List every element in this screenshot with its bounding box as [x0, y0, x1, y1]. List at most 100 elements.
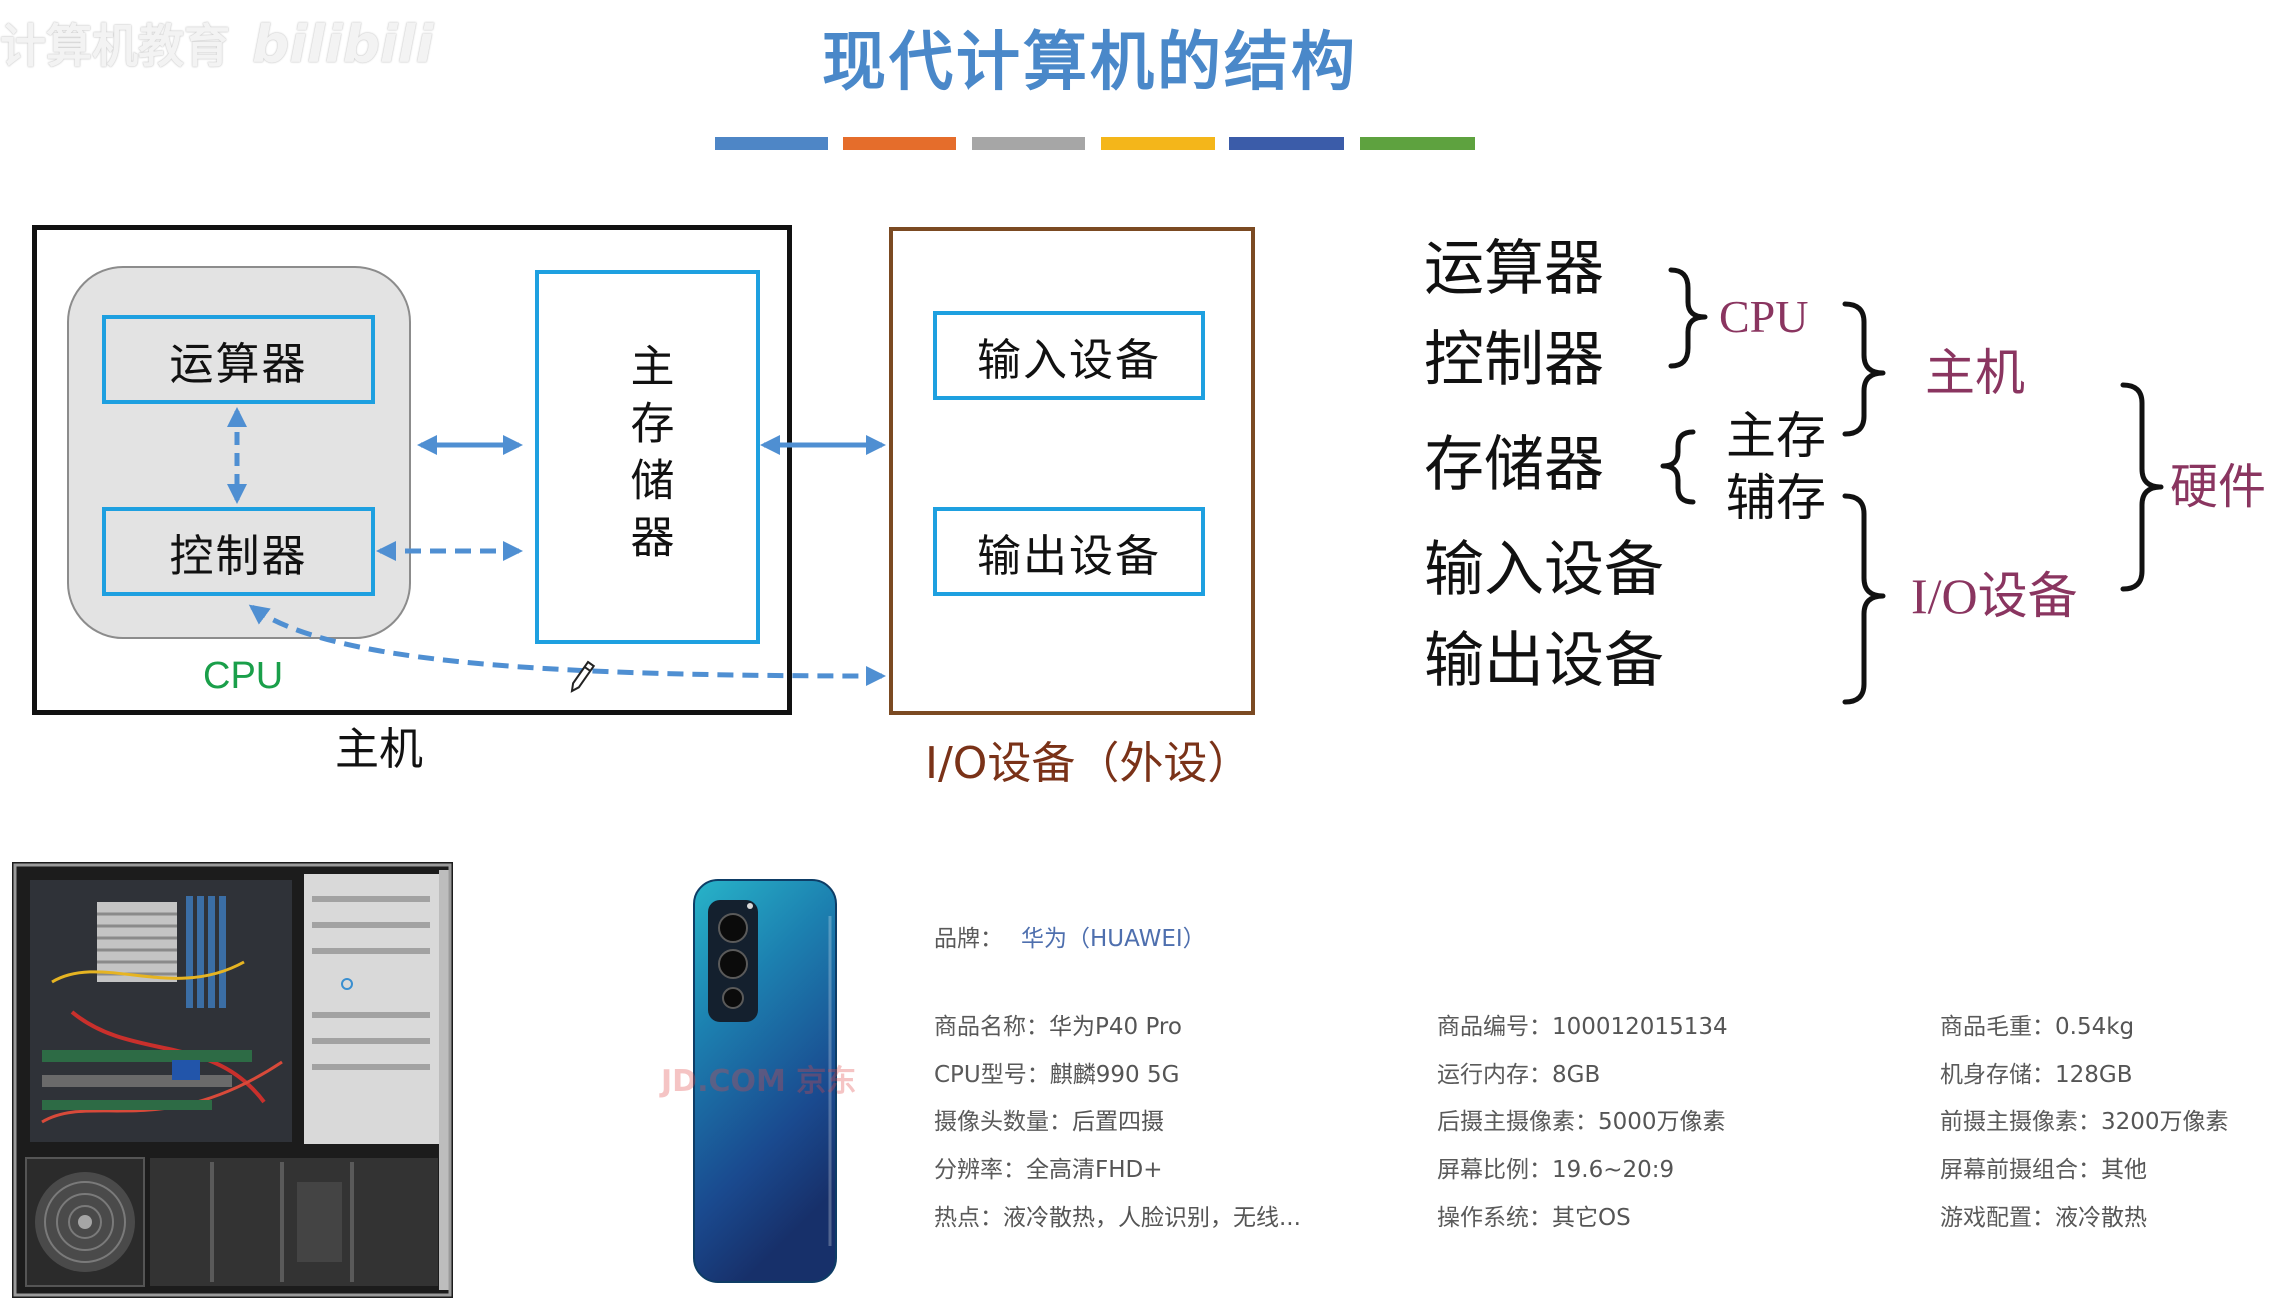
expansion-cards [42, 1050, 252, 1110]
cpu-cooler [97, 902, 177, 982]
spec-cell: 后摄主摄像素：5000万像素 [1437, 1107, 1726, 1137]
spec-value: 128GB [2055, 1062, 2133, 1088]
cpu-label: CPU [203, 655, 284, 697]
spec-value: 19.6~20:9 [1552, 1157, 1675, 1183]
component-input-device: 输入设备 [1424, 535, 1664, 605]
spec-label: 分辨率： [934, 1157, 1026, 1183]
ram-slots [186, 896, 226, 1008]
category-host: 主机 [1925, 345, 2025, 401]
spec-cell: 摄像头数量：后置四摄 [934, 1107, 1164, 1137]
control-unit-label: 控制器 [169, 530, 308, 582]
spec-value: 全高清FHD+ [1026, 1157, 1163, 1183]
drive-bay [304, 874, 439, 1144]
output-device-label: 输出设备 [977, 530, 1161, 582]
brace-memory [1660, 429, 1696, 505]
host-label: 主机 [335, 724, 423, 775]
spec-label: 游戏配置： [1940, 1205, 2055, 1231]
brace-io [1842, 493, 1886, 705]
power-supply-fan [25, 1157, 145, 1287]
color-bar-segment [843, 137, 956, 150]
spec-cell: 游戏配置：液冷散热 [1940, 1203, 2147, 1233]
spec-label: 后摄主摄像素： [1437, 1109, 1598, 1135]
color-bar-segment [715, 137, 828, 150]
spec-cell: 屏幕比例：19.6~20:9 [1437, 1155, 1674, 1185]
spec-value: 液冷散热 [2055, 1205, 2147, 1231]
color-bar-segment [1360, 137, 1475, 150]
spec-value: 华为P40 Pro [1049, 1014, 1182, 1040]
host-box [32, 225, 792, 715]
category-hardware: 硬件 [2170, 461, 2267, 514]
component-memory: 存储器 [1424, 430, 1604, 500]
spec-label: 操作系统： [1437, 1205, 1552, 1231]
category-io: I/O设备 [1911, 568, 2078, 624]
color-bar-segment [1229, 137, 1344, 150]
phone-photo [693, 879, 837, 1283]
spec-cell: 热点：液冷散热，人脸识别，无线... [934, 1203, 1301, 1233]
spec-label: CPU型号： [934, 1062, 1050, 1088]
spec-cell: 屏幕前摄组合：其他 [1940, 1155, 2147, 1185]
video-watermark: 计算机教育 bilibili [0, 10, 433, 76]
spec-cell: 商品编号：100012015134 [1437, 1012, 1728, 1042]
spec-cell: 商品名称：华为P40 Pro [934, 1012, 1182, 1042]
page-title: 现代计算机的结构 [822, 26, 1358, 100]
main-memory-box: 主存储器 [535, 270, 760, 644]
brace-hardware [2120, 382, 2164, 592]
input-device-box: 输入设备 [933, 311, 1205, 400]
main-memory-label: 主存储器 [622, 343, 674, 571]
color-bar-segment [972, 137, 1085, 150]
brace-host [1842, 301, 1886, 437]
spec-value: 后置四摄 [1072, 1109, 1164, 1135]
spec-cell: CPU型号：麒麟990 5G [934, 1060, 1179, 1090]
store-watermark: JD.COM 京东 [661, 1064, 857, 1099]
camera-module [708, 900, 758, 1022]
control-unit-box: 控制器 [102, 507, 375, 596]
watermark-channel: 计算机教育 [0, 19, 230, 73]
spec-label: 品牌： [934, 926, 1003, 952]
memory-type-main: 主存 [1726, 407, 1826, 465]
input-device-label: 输入设备 [977, 334, 1161, 386]
alu-box: 运算器 [102, 315, 375, 404]
component-output-device: 输出设备 [1424, 626, 1664, 696]
brace-cpu [1668, 267, 1708, 369]
spec-label: 热点： [934, 1205, 1003, 1231]
spec-value: 液冷散热，人脸识别，无线... [1003, 1205, 1301, 1231]
spec-value: 其它OS [1552, 1205, 1631, 1231]
spec-cell: 商品毛重：0.54kg [1940, 1012, 2134, 1042]
spec-label: 摄像头数量： [934, 1109, 1072, 1135]
drive-cages [150, 1158, 438, 1286]
spec-value: 0.54kg [2055, 1014, 2135, 1040]
memory-type-auxiliary: 辅存 [1726, 469, 1826, 527]
spec-value: 华为（HUAWEI） [1021, 926, 1206, 952]
component-alu: 运算器 [1424, 234, 1604, 304]
spec-value: 5000万像素 [1598, 1109, 1726, 1135]
category-cpu: CPU [1719, 291, 1809, 342]
spec-cell: 机身存储：128GB [1940, 1060, 2133, 1090]
color-bar-segment [1101, 137, 1215, 150]
spec-cell: 前摄主摄像素：3200万像素 [1940, 1107, 2229, 1137]
spec-value: 其他 [2101, 1157, 2147, 1183]
spec-label: 运行内存： [1437, 1062, 1552, 1088]
spec-value: 100012015134 [1552, 1014, 1728, 1040]
spec-label: 前摄主摄像素： [1940, 1109, 2101, 1135]
component-control-unit: 控制器 [1424, 325, 1604, 395]
spec-label: 商品名称： [934, 1014, 1049, 1040]
watermark-brand: bilibili [252, 15, 434, 75]
spec-brand: 品牌： 华为（HUAWEI） [934, 924, 1206, 954]
spec-value: 3200万像素 [2101, 1109, 2229, 1135]
output-device-box: 输出设备 [933, 507, 1205, 596]
spec-label: 商品毛重： [1940, 1014, 2055, 1040]
spec-value: 麒麟990 5G [1049, 1062, 1180, 1088]
spec-cell: 运行内存：8GB [1437, 1060, 1600, 1090]
spec-cell: 操作系统：其它OS [1437, 1203, 1631, 1233]
alu-label: 运算器 [169, 338, 308, 390]
spec-label: 屏幕比例： [1437, 1157, 1552, 1183]
spec-label: 商品编号： [1437, 1014, 1552, 1040]
io-devices-box [889, 227, 1255, 715]
spec-value: 8GB [1552, 1062, 1601, 1088]
spec-label: 机身存储： [1940, 1062, 2055, 1088]
io-devices-label: I/O设备（外设） [925, 738, 1252, 789]
spec-cell: 分辨率：全高清FHD+ [934, 1155, 1163, 1185]
desktop-pc-photo [12, 862, 453, 1298]
spec-label: 屏幕前摄组合： [1940, 1157, 2101, 1183]
